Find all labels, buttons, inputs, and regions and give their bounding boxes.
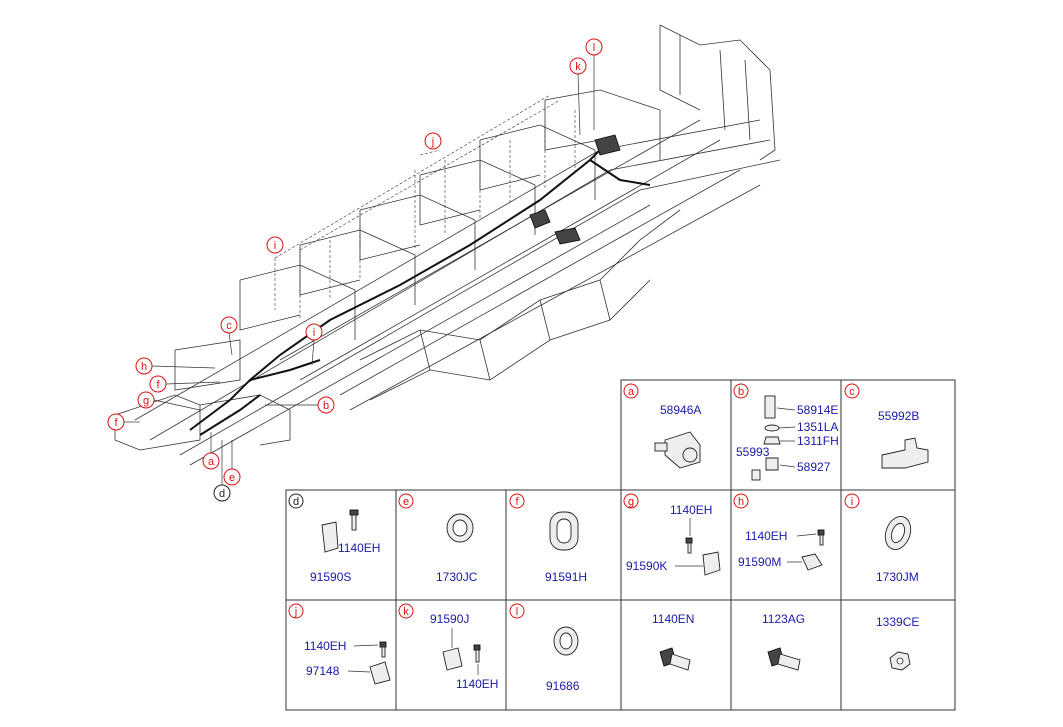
part-number: 1730JC [436,570,478,584]
part-number: 1140EH [456,677,498,691]
svg-text:a: a [628,386,635,398]
grommet-icon [884,516,912,550]
svg-text:i: i [274,240,276,252]
cell-i[interactable]: i 1730JM [844,493,919,584]
svg-text:h: h [141,361,147,373]
svg-text:k: k [575,61,581,73]
part-number: 1140EH [338,541,380,555]
svg-text:i: i [313,327,315,339]
callout-a[interactable]: a [202,452,220,470]
svg-text:l: l [516,606,518,618]
part-number: 1351LA [797,420,838,434]
cell-l[interactable]: l 91686 [509,603,580,693]
cell-f[interactable]: f 91591H [509,493,587,584]
svg-text:c: c [849,386,855,398]
cell-h[interactable]: h 1140EH 91590M [733,493,825,571]
tee-fitting-icon [881,437,929,469]
part-number: 1140EN [652,612,694,626]
callout-j[interactable]: j [424,132,442,150]
svg-text:e: e [229,472,235,484]
callout-e[interactable]: e [223,468,241,486]
part-number: 55993 [736,445,770,459]
callout-i-top[interactable]: i [266,236,284,254]
part-number: 91590M [738,555,781,569]
cell-j[interactable]: j 1140EH 97148 [288,603,391,685]
part-number: 1140EH [304,639,346,653]
connector-part-icon [654,431,701,469]
clip-bolt-icon [442,644,481,671]
part-number: 58927 [797,460,831,474]
part-number: 97148 [306,664,340,678]
cell-c[interactable]: c 55992B [844,383,929,469]
svg-text:i: i [851,496,853,508]
part-number: 1140EH [745,529,787,543]
svg-text:e: e [403,496,409,508]
clip-bolt-icon [321,509,359,553]
flange-bolt-icon [659,647,691,671]
svg-text:g: g [628,496,634,508]
union-fitting-icon [751,395,781,481]
cell-b[interactable]: b 58914E 1351LA 1311FH 55993 58927 [733,383,839,481]
clip-bolt-icon [369,641,391,685]
callout-c[interactable]: c [220,316,238,334]
part-number: 91590S [310,570,351,584]
part-number: 1311FH [797,434,839,448]
cell-a[interactable]: a 58946A [623,383,701,469]
callout-f-upper[interactable]: f [149,375,167,393]
callout-g[interactable]: g [137,391,155,409]
svg-text:g: g [143,395,149,407]
svg-text:b: b [738,386,744,398]
part-number: 91686 [546,679,580,693]
cell-bolt-1140en[interactable]: 1140EN [652,612,694,671]
svg-text:l: l [593,42,595,54]
svg-text:a: a [208,456,215,468]
svg-text:f: f [114,417,118,429]
hex-nut-icon [889,651,911,671]
cell-d[interactable]: d 1140EH 91590S [288,493,380,584]
svg-text:k: k [403,606,409,618]
callout-b[interactable]: b [317,396,335,414]
callout-i-bottom[interactable]: i [305,323,323,341]
callout-k[interactable]: k [569,57,587,75]
svg-text:j: j [294,606,297,618]
callout-d[interactable]: d [213,484,231,502]
cell-e[interactable]: e 1730JC [398,493,478,584]
chassis-frame-illustration [114,24,781,466]
part-number: 1123AG [762,612,805,626]
parts-table [285,379,956,711]
part-number: 58946A [660,403,701,417]
svg-text:d: d [219,488,225,500]
svg-text:f: f [515,496,519,508]
callout-h[interactable]: h [135,357,153,375]
cell-g[interactable]: g 1140EH 91590K [623,493,721,576]
cell-nut-1339ce[interactable]: 1339CE [876,615,919,671]
svg-text:c: c [226,320,232,332]
part-number: 91590K [626,559,667,573]
part-number: 91590J [430,612,469,626]
svg-text:j: j [431,136,434,148]
part-number: 1730JM [876,570,919,584]
part-number: 1140EH [670,503,712,517]
callout-f-lower[interactable]: f [107,413,125,431]
grommet-icon [446,513,474,543]
clip-bolt-icon [801,529,825,571]
svg-text:d: d [293,496,299,508]
svg-text:h: h [738,496,744,508]
grommet-icon [553,626,579,656]
svg-text:f: f [156,379,160,391]
part-number: 91591H [545,570,587,584]
cell-k[interactable]: k 91590J 1140EH [398,603,498,691]
part-number: 55992B [878,409,919,423]
flange-bolt-icon [767,647,801,671]
clip-bolt-icon [685,537,721,576]
callout-l[interactable]: l [585,38,603,56]
oval-grommet-icon [549,511,579,551]
cell-bolt-1123ag[interactable]: 1123AG [762,612,805,671]
part-number: 58914E [797,403,838,417]
svg-text:b: b [323,400,329,412]
part-number: 1339CE [876,615,919,629]
